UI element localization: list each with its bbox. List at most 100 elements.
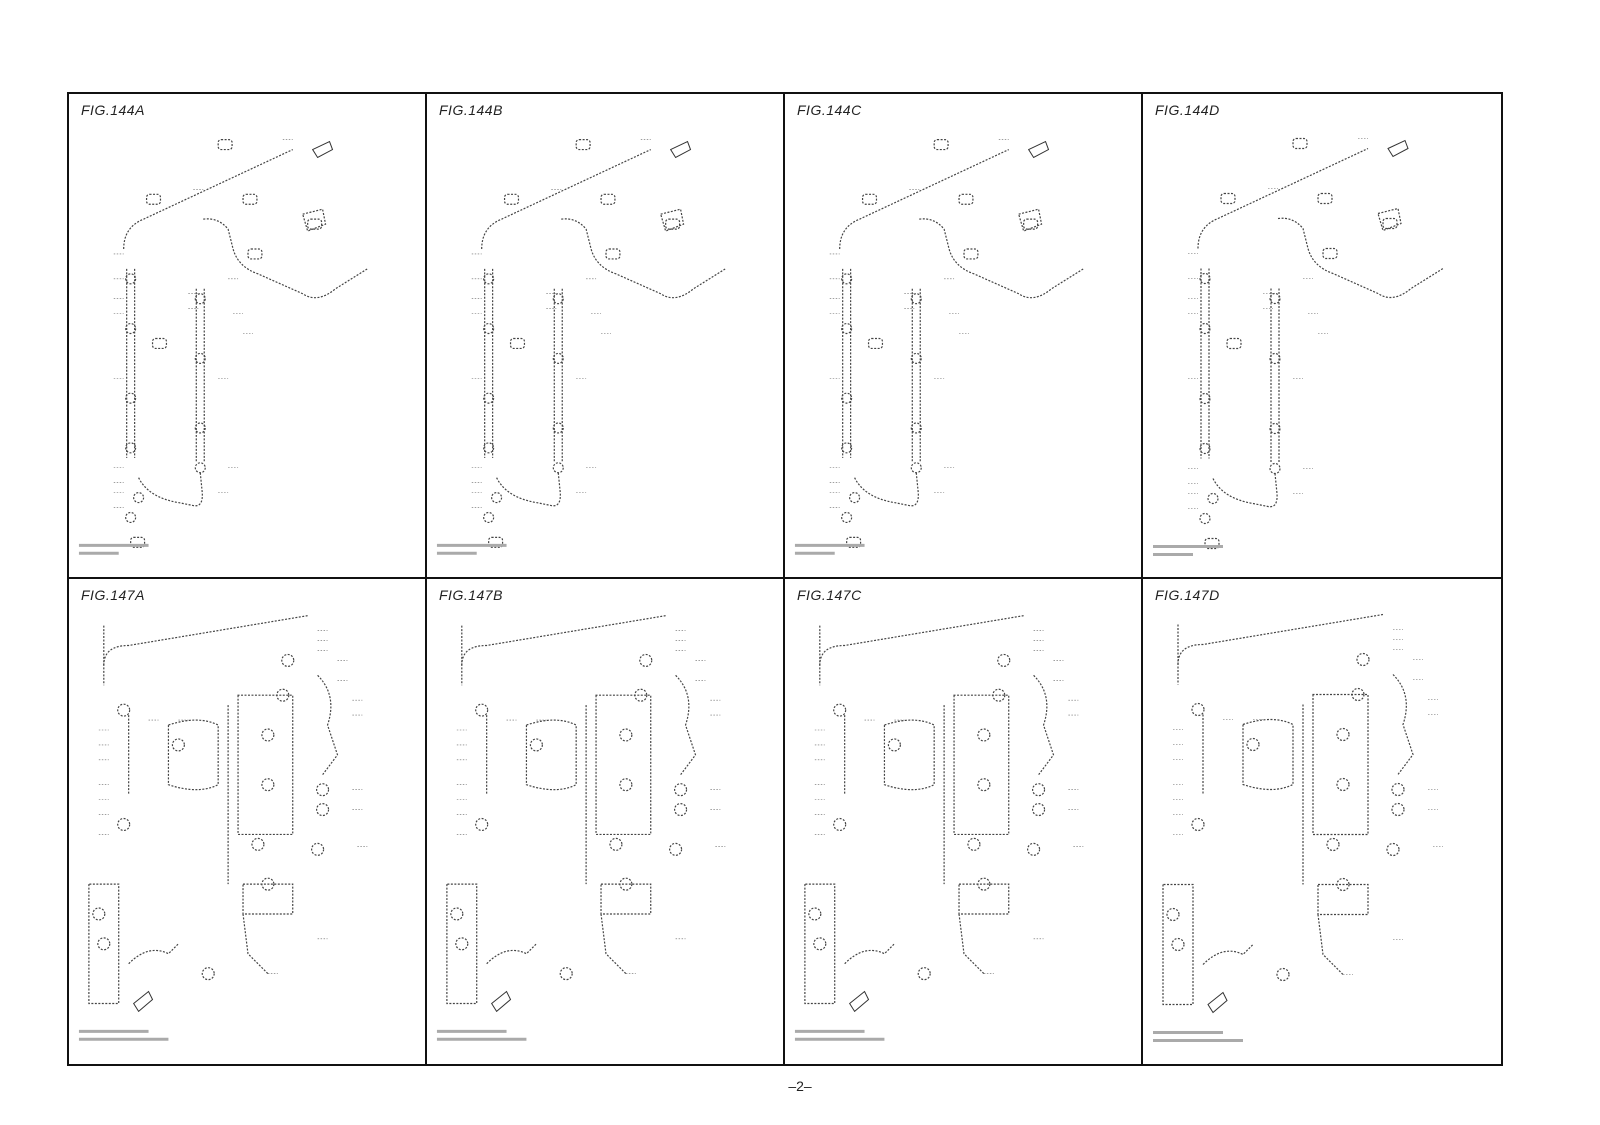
clamp-part [1204,537,1220,550]
fitting-ring [1027,842,1041,856]
clamp-part [145,193,162,205]
fuel-line [1202,944,1254,965]
fuel-line [1317,883,1369,916]
fitting-ring [201,967,215,981]
fuel-line [301,208,327,232]
clamp-part [963,248,979,260]
fitting-ring [261,877,275,891]
fitting-ring [849,492,861,504]
clamp-part [846,536,862,548]
figure-panel-144b: FIG.144B [427,94,785,579]
fitting-ring [1246,737,1260,752]
fitting-ring [475,703,489,717]
fitting-ring [674,803,688,817]
fitting-ring [609,837,623,851]
clamp-part [933,139,949,151]
fitting-ring [1336,727,1350,742]
fuel-line [242,883,294,915]
figure-panel-147d: FIG.147D [1143,579,1501,1064]
clamp-part [130,536,146,548]
clamp-part [1226,337,1242,350]
fitting-ring [117,817,131,832]
fitting-ring [1032,783,1046,797]
fuel-line [1162,883,1194,1006]
fuel-line [128,943,179,965]
fitting-ring [1276,967,1290,982]
fitting-ring [841,273,853,285]
fitting-ring [261,728,275,742]
clamp-part [488,536,504,548]
fitting-ring [251,837,265,851]
fuel-rail-diagram [436,139,726,555]
fitting-ring [910,422,922,434]
fuel-line [1312,693,1369,836]
fitting-ring [1269,422,1281,435]
fitting-ring [1199,442,1211,455]
clamp-part [958,193,974,205]
clamp-part [867,337,884,350]
clamp-part [1317,192,1333,205]
fuel-line [1377,207,1402,232]
clamp-part [665,218,681,230]
fitting-ring [316,783,330,797]
fitting-ring [1199,512,1211,525]
fitting-ring [97,937,111,951]
fitting-ring [276,688,290,702]
fuel-line [958,883,1010,915]
fuel-line [958,913,985,975]
figure-panel-147c: FIG.147C [785,579,1143,1064]
clamp-part [1322,247,1338,260]
fitting-ring [552,462,564,474]
page-number: –2– [788,1078,812,1094]
front-arrow-icon [1387,139,1409,158]
fitting-ring [483,442,495,454]
fitting-ring [917,967,931,981]
clamp-part [1382,217,1398,230]
fitting-ring [910,293,922,305]
fitting-ring [1351,687,1365,702]
fuel-line [481,149,651,249]
fitting-ring [977,728,991,742]
fuel-line [600,913,627,975]
figure-title: FIG.147C [797,587,862,603]
fuel-line [1392,674,1414,775]
fitting-ring [1391,782,1405,797]
fitting-ring [619,728,633,742]
fitting-ring [455,937,469,951]
clamp-part [503,193,520,205]
fitting-ring [1386,842,1400,857]
fuel-line [237,694,294,836]
fuel-line [600,883,652,915]
fitting-ring [833,703,847,717]
figure-panel-144a: FIG.144A [69,94,427,579]
fuel-line [919,218,1084,299]
fuel-line [953,694,1010,836]
fuel-line [883,719,935,791]
fitting-ring [634,688,648,702]
fuel-pump-diagram [436,615,726,1041]
figure-panel-147a: FIG.147A [69,579,427,1064]
fitting-ring [1166,907,1180,922]
fitting-ring [491,492,503,504]
fuel-line [1017,208,1043,232]
fitting-ring [1326,837,1340,852]
fitting-ring [1171,937,1185,952]
fuel-line [1242,718,1294,791]
clamp-part [1292,137,1308,150]
fuel-line [1277,217,1444,299]
fuel-line [1212,473,1278,508]
fitting-ring [1207,492,1219,505]
fuel-line [203,218,368,299]
front-arrow-icon [311,140,334,159]
fitting-ring [194,293,206,305]
figure-title: FIG.144A [81,102,145,118]
fitting-ring [977,877,991,891]
fitting-ring [808,907,822,921]
fitting-ring [967,837,981,851]
fuel-pump-diagram [78,615,368,1041]
fitting-ring [483,392,495,404]
fuel-line [819,615,1024,666]
fuel-line [1033,674,1055,776]
fuel-line [659,208,685,232]
fitting-ring [619,778,633,792]
